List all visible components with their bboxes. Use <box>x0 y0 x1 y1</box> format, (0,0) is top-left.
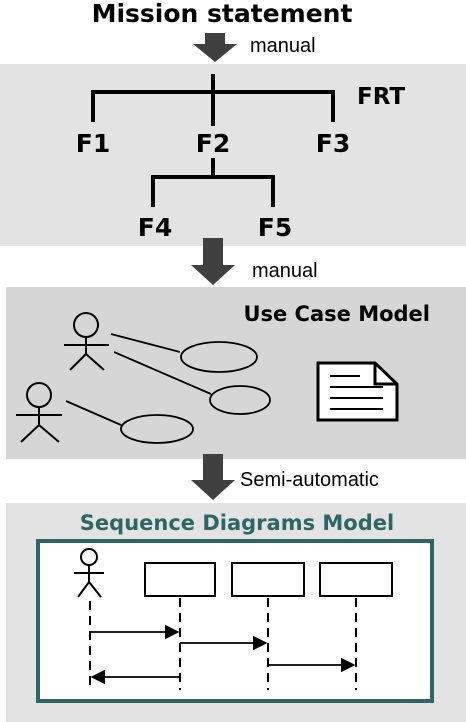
message-arrow <box>90 624 356 685</box>
actor-icon <box>64 312 109 371</box>
frt-panel <box>0 64 466 246</box>
frt-tree <box>91 74 335 207</box>
frt-node-f2: F2 <box>196 129 230 158</box>
frt-label: FRT <box>357 84 405 110</box>
association-lines <box>65 333 212 426</box>
document-icon <box>316 361 399 422</box>
lifeline <box>89 598 357 690</box>
frt-node-f3: F3 <box>316 129 350 158</box>
sequence-label: Sequence Diagrams Model <box>80 511 394 535</box>
use-case-ellipse <box>120 341 271 444</box>
frt-node-f4: F4 <box>138 213 172 242</box>
actor-icon <box>16 382 62 443</box>
flow-arrow-3 <box>191 454 235 500</box>
frt-node-f1: F1 <box>76 129 110 158</box>
step-label-3: Semi-automatic <box>240 469 379 491</box>
title: Mission statement <box>92 0 353 28</box>
step-label-2: manual <box>252 260 318 282</box>
use-case-panel <box>6 287 466 459</box>
actor-icon <box>74 548 104 598</box>
frt-node-f5: F5 <box>258 213 292 242</box>
step-label-1: manual <box>250 35 316 57</box>
flow-arrow-1 <box>193 33 237 62</box>
flow-arrow-2 <box>191 238 235 285</box>
lifeline-object <box>144 562 393 597</box>
use-case-label: Use Case Model <box>243 302 430 326</box>
